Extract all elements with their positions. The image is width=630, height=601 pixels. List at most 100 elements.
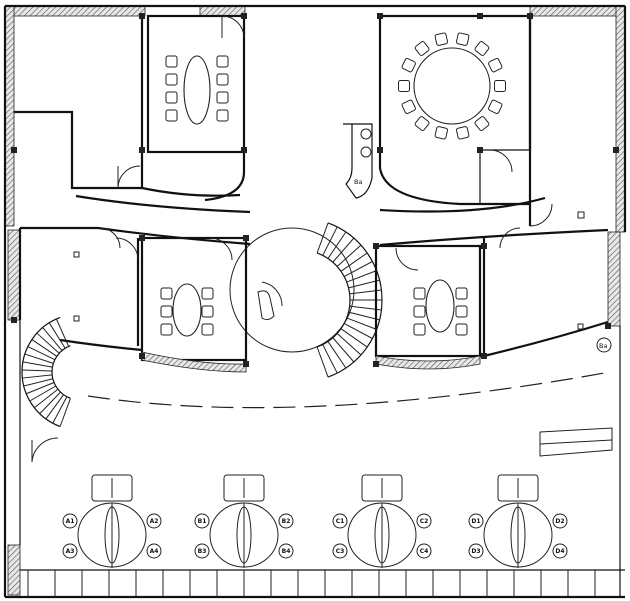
column <box>377 147 383 153</box>
seat-label: B3 <box>198 548 207 555</box>
conference-table-e <box>425 279 455 333</box>
chair <box>413 305 426 318</box>
chair <box>455 305 468 318</box>
column <box>373 361 379 367</box>
column <box>241 147 247 153</box>
stair-tread <box>26 382 55 395</box>
chair <box>165 55 178 68</box>
conference-table-nw <box>183 55 211 125</box>
office-north-west <box>14 16 241 197</box>
chair <box>160 323 173 336</box>
stair-tread <box>340 252 368 272</box>
chair <box>216 91 229 104</box>
office-north-east <box>528 16 585 227</box>
chair <box>494 80 506 92</box>
chair <box>165 109 178 122</box>
column <box>605 323 611 329</box>
seat-label: B2 <box>282 518 291 525</box>
seat-label: B1 <box>198 518 207 525</box>
chair <box>413 287 426 300</box>
stair-tread <box>48 322 66 349</box>
seat-label: D4 <box>555 548 564 555</box>
stair-tread <box>24 353 54 364</box>
chair <box>160 305 173 318</box>
chair <box>434 32 449 46</box>
chair <box>455 126 470 140</box>
office-south-west <box>18 228 143 352</box>
stair-tread <box>23 378 53 387</box>
seat <box>194 513 210 529</box>
seat-label: C3 <box>336 548 345 555</box>
chair <box>474 116 490 131</box>
stair-tread <box>29 385 57 402</box>
stair-tread <box>27 346 56 361</box>
seat <box>552 513 568 529</box>
stair-inner <box>51 345 71 399</box>
seat <box>278 543 294 559</box>
seat-label: D3 <box>471 548 480 555</box>
stair-tread <box>316 222 329 254</box>
stair-tread <box>45 394 64 420</box>
column <box>613 147 619 153</box>
stair-tread <box>343 261 373 277</box>
seat <box>146 543 162 559</box>
stair-tread <box>31 339 58 357</box>
west-entrance-door <box>31 437 59 463</box>
seat-label: C2 <box>420 518 429 525</box>
seat-label: C4 <box>420 548 429 555</box>
seat <box>468 513 484 529</box>
chair <box>216 109 229 122</box>
column <box>377 13 383 19</box>
stair-tread <box>340 328 368 348</box>
stair-tread <box>343 323 373 339</box>
stair-tread <box>322 226 338 256</box>
conference-room-north-east <box>378 14 532 206</box>
reception-counter: Ba <box>343 123 373 199</box>
stair-tread <box>22 369 53 372</box>
column <box>243 361 249 367</box>
column <box>527 13 533 19</box>
chair <box>398 80 410 92</box>
column <box>243 235 249 241</box>
seat <box>416 513 432 529</box>
stair-tread <box>55 318 70 347</box>
stair-tread <box>346 270 377 283</box>
chair <box>455 287 468 300</box>
stair-tread <box>316 346 329 378</box>
west-staircase <box>21 316 71 428</box>
central-rotunda <box>229 227 355 353</box>
stair-tread <box>22 374 53 379</box>
seat-label: A1 <box>66 518 75 525</box>
chair <box>455 32 470 46</box>
office-south-east: Ba <box>482 236 612 358</box>
seat-label: C1 <box>336 518 345 525</box>
main-corridor <box>20 194 609 249</box>
chair <box>401 99 416 114</box>
seat <box>194 543 210 559</box>
seat <box>468 543 484 559</box>
stair-tread <box>322 344 338 374</box>
chair <box>474 41 490 56</box>
chair <box>414 41 430 56</box>
meeting-room-east <box>374 244 482 370</box>
chair <box>488 99 503 114</box>
seat <box>332 513 348 529</box>
stair-tread <box>346 317 377 330</box>
column <box>477 13 483 19</box>
stair-tread <box>22 361 53 368</box>
column <box>139 235 145 241</box>
seat <box>416 543 432 559</box>
column <box>241 13 247 19</box>
chair <box>216 55 229 68</box>
stair-tread <box>327 231 347 259</box>
seat-label: D2 <box>555 518 564 525</box>
outer-walls <box>3 4 627 599</box>
stair-tread <box>348 279 380 289</box>
stair-tread <box>59 398 71 427</box>
conference-room-north-west <box>146 14 246 202</box>
seat <box>332 543 348 559</box>
chair <box>401 58 416 73</box>
